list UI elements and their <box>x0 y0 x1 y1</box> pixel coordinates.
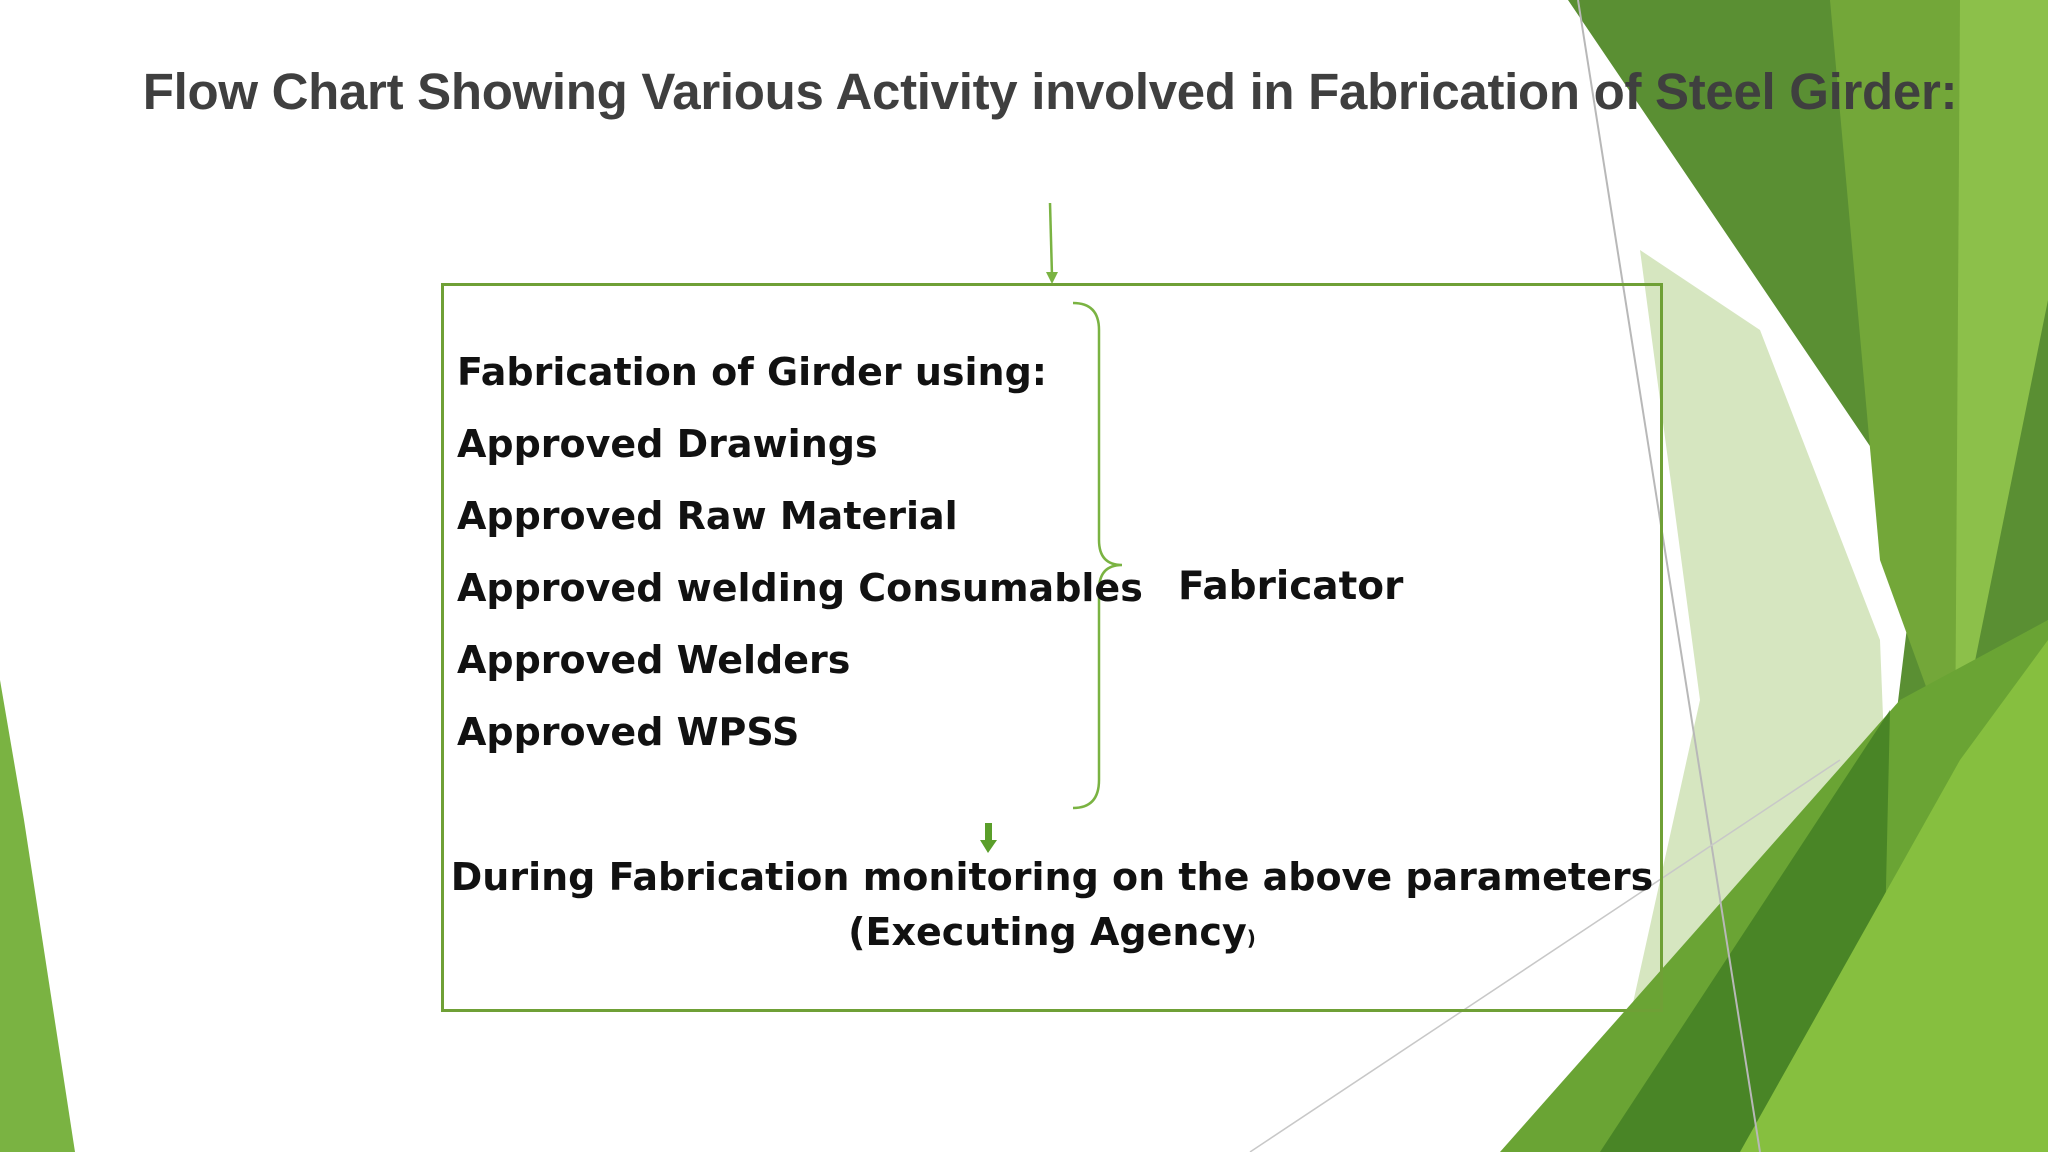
fabrication-box <box>441 283 1663 1012</box>
brace-label-fabricator: Fabricator <box>1178 564 1404 609</box>
item-approved-welding-consumables: Approved welding Consumables <box>457 566 1143 610</box>
item-approved-drawings: Approved Drawings <box>457 422 878 466</box>
item-approved-wpss: Approved WPSS <box>457 710 800 754</box>
box-heading: Fabrication of Girder using: <box>457 350 1048 394</box>
right-light-facet <box>1955 0 2048 760</box>
item-approved-raw-material: Approved Raw Material <box>457 494 958 538</box>
decor-line-2 <box>1249 759 1841 1152</box>
right-lower-bright <box>1740 640 2048 1152</box>
left-green-accent <box>0 680 75 1152</box>
monitoring-line-2: (Executing Agency) <box>441 905 1663 966</box>
closing-paren: ) <box>1246 926 1256 950</box>
item-approved-welders: Approved Welders <box>457 638 851 682</box>
monitoring-line-1: During Fabrication monitoring on the abo… <box>450 855 1654 899</box>
decor-line-1 <box>1577 0 1761 1152</box>
executing-agency-text: (Executing Agency <box>848 910 1247 954</box>
slide-title: Flow Chart Showing Various Activity invo… <box>142 63 1958 120</box>
